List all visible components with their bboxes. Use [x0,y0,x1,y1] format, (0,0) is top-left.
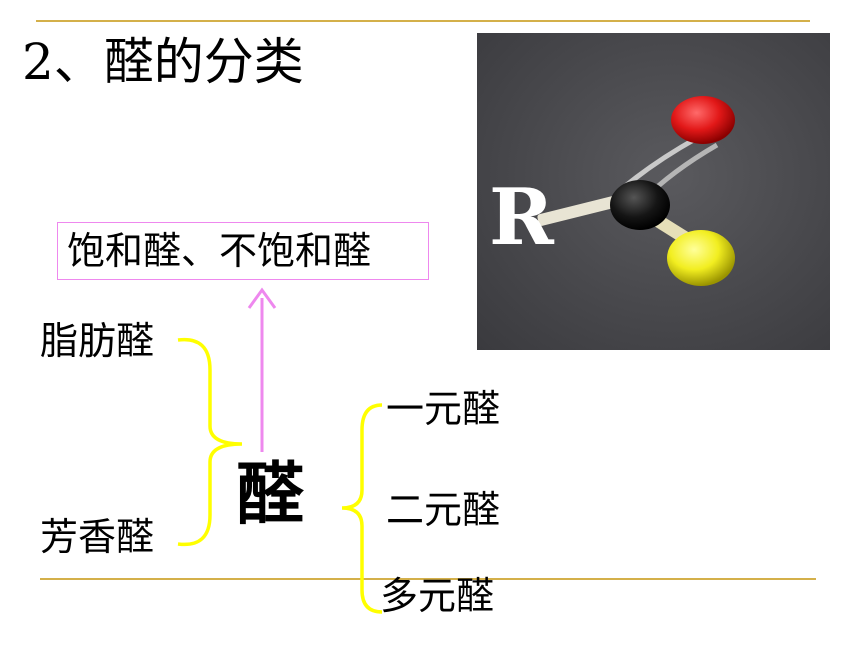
right-brace [341,403,383,614]
molecule-model-photo: R [477,33,830,350]
left-item-aromatic: 芳香醛 [40,515,155,559]
r-group-label: R [489,172,554,263]
right-item-di: 二元醛 [386,488,501,532]
center-label: 醛 [236,455,305,535]
top-rule [36,20,810,22]
left-item-aliphatic: 脂肪醛 [40,319,155,363]
slide-title: 2、醛的分类 [22,33,304,91]
top-box [57,222,429,280]
top-box-text: 饱和醛、不饱和醛 [67,229,372,273]
right-item-poly: 多元醛 [380,574,495,618]
left-brace [177,337,243,547]
molecule-model-icon [537,96,735,286]
up-arrow-head [247,287,277,309]
right-item-mono: 一元醛 [386,387,501,431]
bottom-rule [40,578,816,580]
